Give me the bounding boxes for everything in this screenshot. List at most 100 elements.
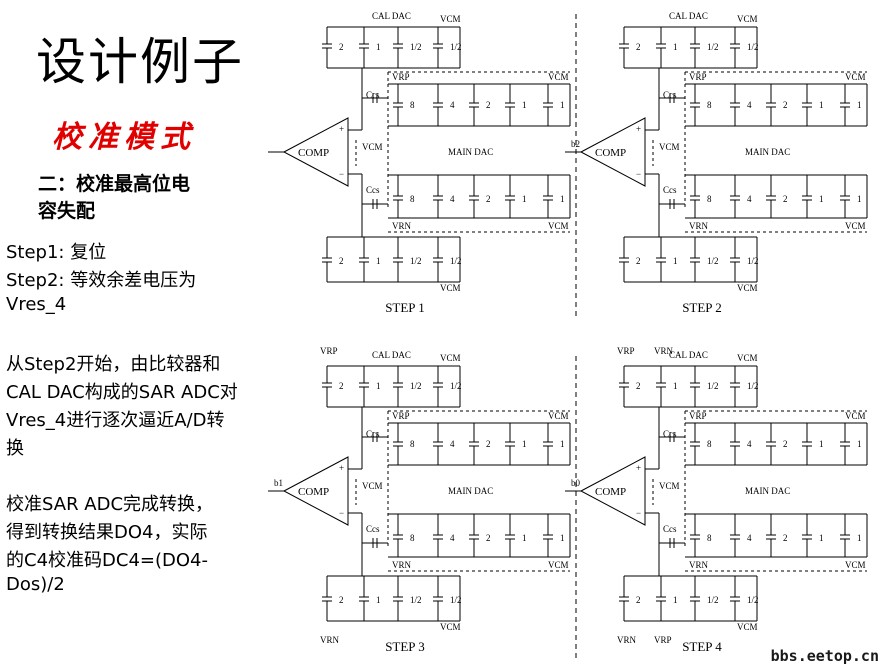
vrn-label: VRN [392, 221, 412, 231]
main-bot-cap-value: 1 [560, 533, 565, 543]
vrn-label: VRN [392, 560, 412, 570]
cal-dac-label: CAL DAC [372, 350, 411, 360]
vcm-label: VCM [737, 622, 758, 632]
vcm-label: VCM [440, 353, 461, 363]
slide-title: 设计例子 [36, 33, 244, 91]
cal-top-cap-value: 1/2 [450, 42, 462, 52]
main-bot-cap-value: 2 [486, 533, 491, 543]
vcm-label: VCM [440, 622, 461, 632]
cal-bot-cap-value: 1/2 [707, 256, 719, 266]
vrn-label: VRN [689, 221, 709, 231]
main-top-cap-value: 1 [560, 100, 565, 110]
cal-top-cap-value: 2 [339, 381, 344, 391]
cal-bot-cap-value: 2 [636, 595, 641, 605]
main-bot-cap-value: 1 [522, 533, 527, 543]
cal-bot-cap-value: 1/2 [707, 595, 719, 605]
vcm-switch-label: VCM [362, 481, 383, 491]
main-top-cap-value: 1 [819, 439, 824, 449]
comp-output-label: b1 [274, 478, 283, 488]
main-top-cap-value: 2 [486, 439, 491, 449]
main-bot-cap-value: 1 [819, 533, 824, 543]
main-top-cap-value: 8 [707, 439, 712, 449]
para2-line-1: 校准SAR ADC完成转换， [6, 494, 214, 515]
main-top-cap-value: 8 [707, 100, 712, 110]
cal-top-cap-value: 1/2 [410, 42, 422, 52]
step-text-3: Vres_4 [6, 294, 67, 315]
cal-dac-label: CAL DAC [669, 11, 708, 21]
cal-top-cap-value: 2 [636, 42, 641, 52]
main-top-cap-value: 2 [783, 439, 788, 449]
cal-top-cap-value: 1/2 [707, 381, 719, 391]
main-bot-cap-value: 8 [707, 194, 712, 204]
cal-bot-cap-value: 2 [339, 595, 344, 605]
para2-line-2: 得到转换结果DO4，实际 [6, 522, 208, 543]
ccs-bot-label: Ccs [663, 524, 677, 534]
comp-label: COMP [298, 486, 329, 498]
main-bot-cap-value: 1 [857, 533, 862, 543]
main-bot-cap-value: 4 [747, 533, 752, 543]
main-top-cap-value: 2 [783, 100, 788, 110]
main-dac-label: MAIN DAC [448, 486, 493, 496]
comp-minus-sign: − [636, 169, 641, 179]
slide-subtitle: 校准模式 [52, 120, 196, 155]
vcm-label: VCM [440, 283, 461, 293]
main-top-cap-value: 1 [819, 100, 824, 110]
main-bot-cap-value: 1 [857, 194, 862, 204]
vrp-label: VRP [689, 72, 707, 82]
para1-line-1: 从Step2开始，由比较器和 [6, 354, 221, 375]
ccs-bot-label: Ccs [366, 524, 380, 534]
cal-top-cap-value: 2 [339, 42, 344, 52]
vcm-label: VCM [548, 72, 569, 82]
vcm-label: VCM [737, 353, 758, 363]
cal-top-cap-value: 2 [636, 381, 641, 391]
vrn-label: VRN [689, 560, 709, 570]
main-top-cap-value: 1 [857, 100, 862, 110]
main-top-cap-value: 1 [857, 439, 862, 449]
main-top-cap-value: 8 [410, 439, 415, 449]
cal-top-cap-value: 1/2 [450, 381, 462, 391]
section-heading-line-1: 二：校准最高位电 [38, 173, 191, 195]
main-dac-label: MAIN DAC [745, 486, 790, 496]
cal-bot-cap-value: 1 [376, 256, 381, 266]
comp-minus-sign: − [636, 508, 641, 518]
cal-dac-label: CAL DAC [372, 11, 411, 21]
cal-top-cap-value: 1/2 [410, 381, 422, 391]
main-top-cap-value: 2 [486, 100, 491, 110]
cal-top-cap-value: 1 [673, 381, 678, 391]
vcm-label: VCM [845, 221, 866, 231]
main-top-cap-value: 1 [522, 100, 527, 110]
cal-bot-cap-value: 1/2 [410, 256, 422, 266]
cal-bot-cap-value: 1/2 [410, 595, 422, 605]
main-bot-cap-value: 2 [783, 194, 788, 204]
main-dac-label: MAIN DAC [745, 147, 790, 157]
main-bot-cap-value: 1 [560, 194, 565, 204]
comparator-triangle [282, 117, 349, 187]
step-text-2: Step2: 等效余差电压为 [6, 270, 197, 291]
comp-minus-sign: − [339, 169, 344, 179]
comparator-triangle [579, 456, 646, 526]
watermark: bbs.eetop.cn [770, 647, 879, 665]
main-bot-cap-value: 2 [783, 533, 788, 543]
vrp-label: VRP [392, 72, 410, 82]
comp-plus-sign: + [339, 463, 344, 473]
cal-top-cap-value: 1/2 [747, 381, 759, 391]
cal-bot-cap-value: 1 [673, 595, 678, 605]
comp-plus-sign: + [339, 124, 344, 134]
main-bot-cap-value: 8 [410, 194, 415, 204]
vcm-label: VCM [548, 560, 569, 570]
cal-bot-cap-value: 1/2 [450, 595, 462, 605]
ccs-top-label: Ccs [663, 90, 677, 100]
cal-bot-cap-value: 1/2 [450, 256, 462, 266]
vcm-label: VCM [548, 221, 569, 231]
main-top-cap-value: 1 [522, 439, 527, 449]
main-top-cap-value: 4 [450, 100, 455, 110]
section-heading-line-2: 容失配 [38, 200, 96, 222]
cal-bot-cap-value: 1 [673, 256, 678, 266]
main-bot-cap-value: 2 [486, 194, 491, 204]
main-top-cap-value: 1 [560, 439, 565, 449]
vcm-label: VCM [845, 411, 866, 421]
main-bot-cap-value: 1 [819, 194, 824, 204]
cal-bot-cap-value: 2 [636, 256, 641, 266]
